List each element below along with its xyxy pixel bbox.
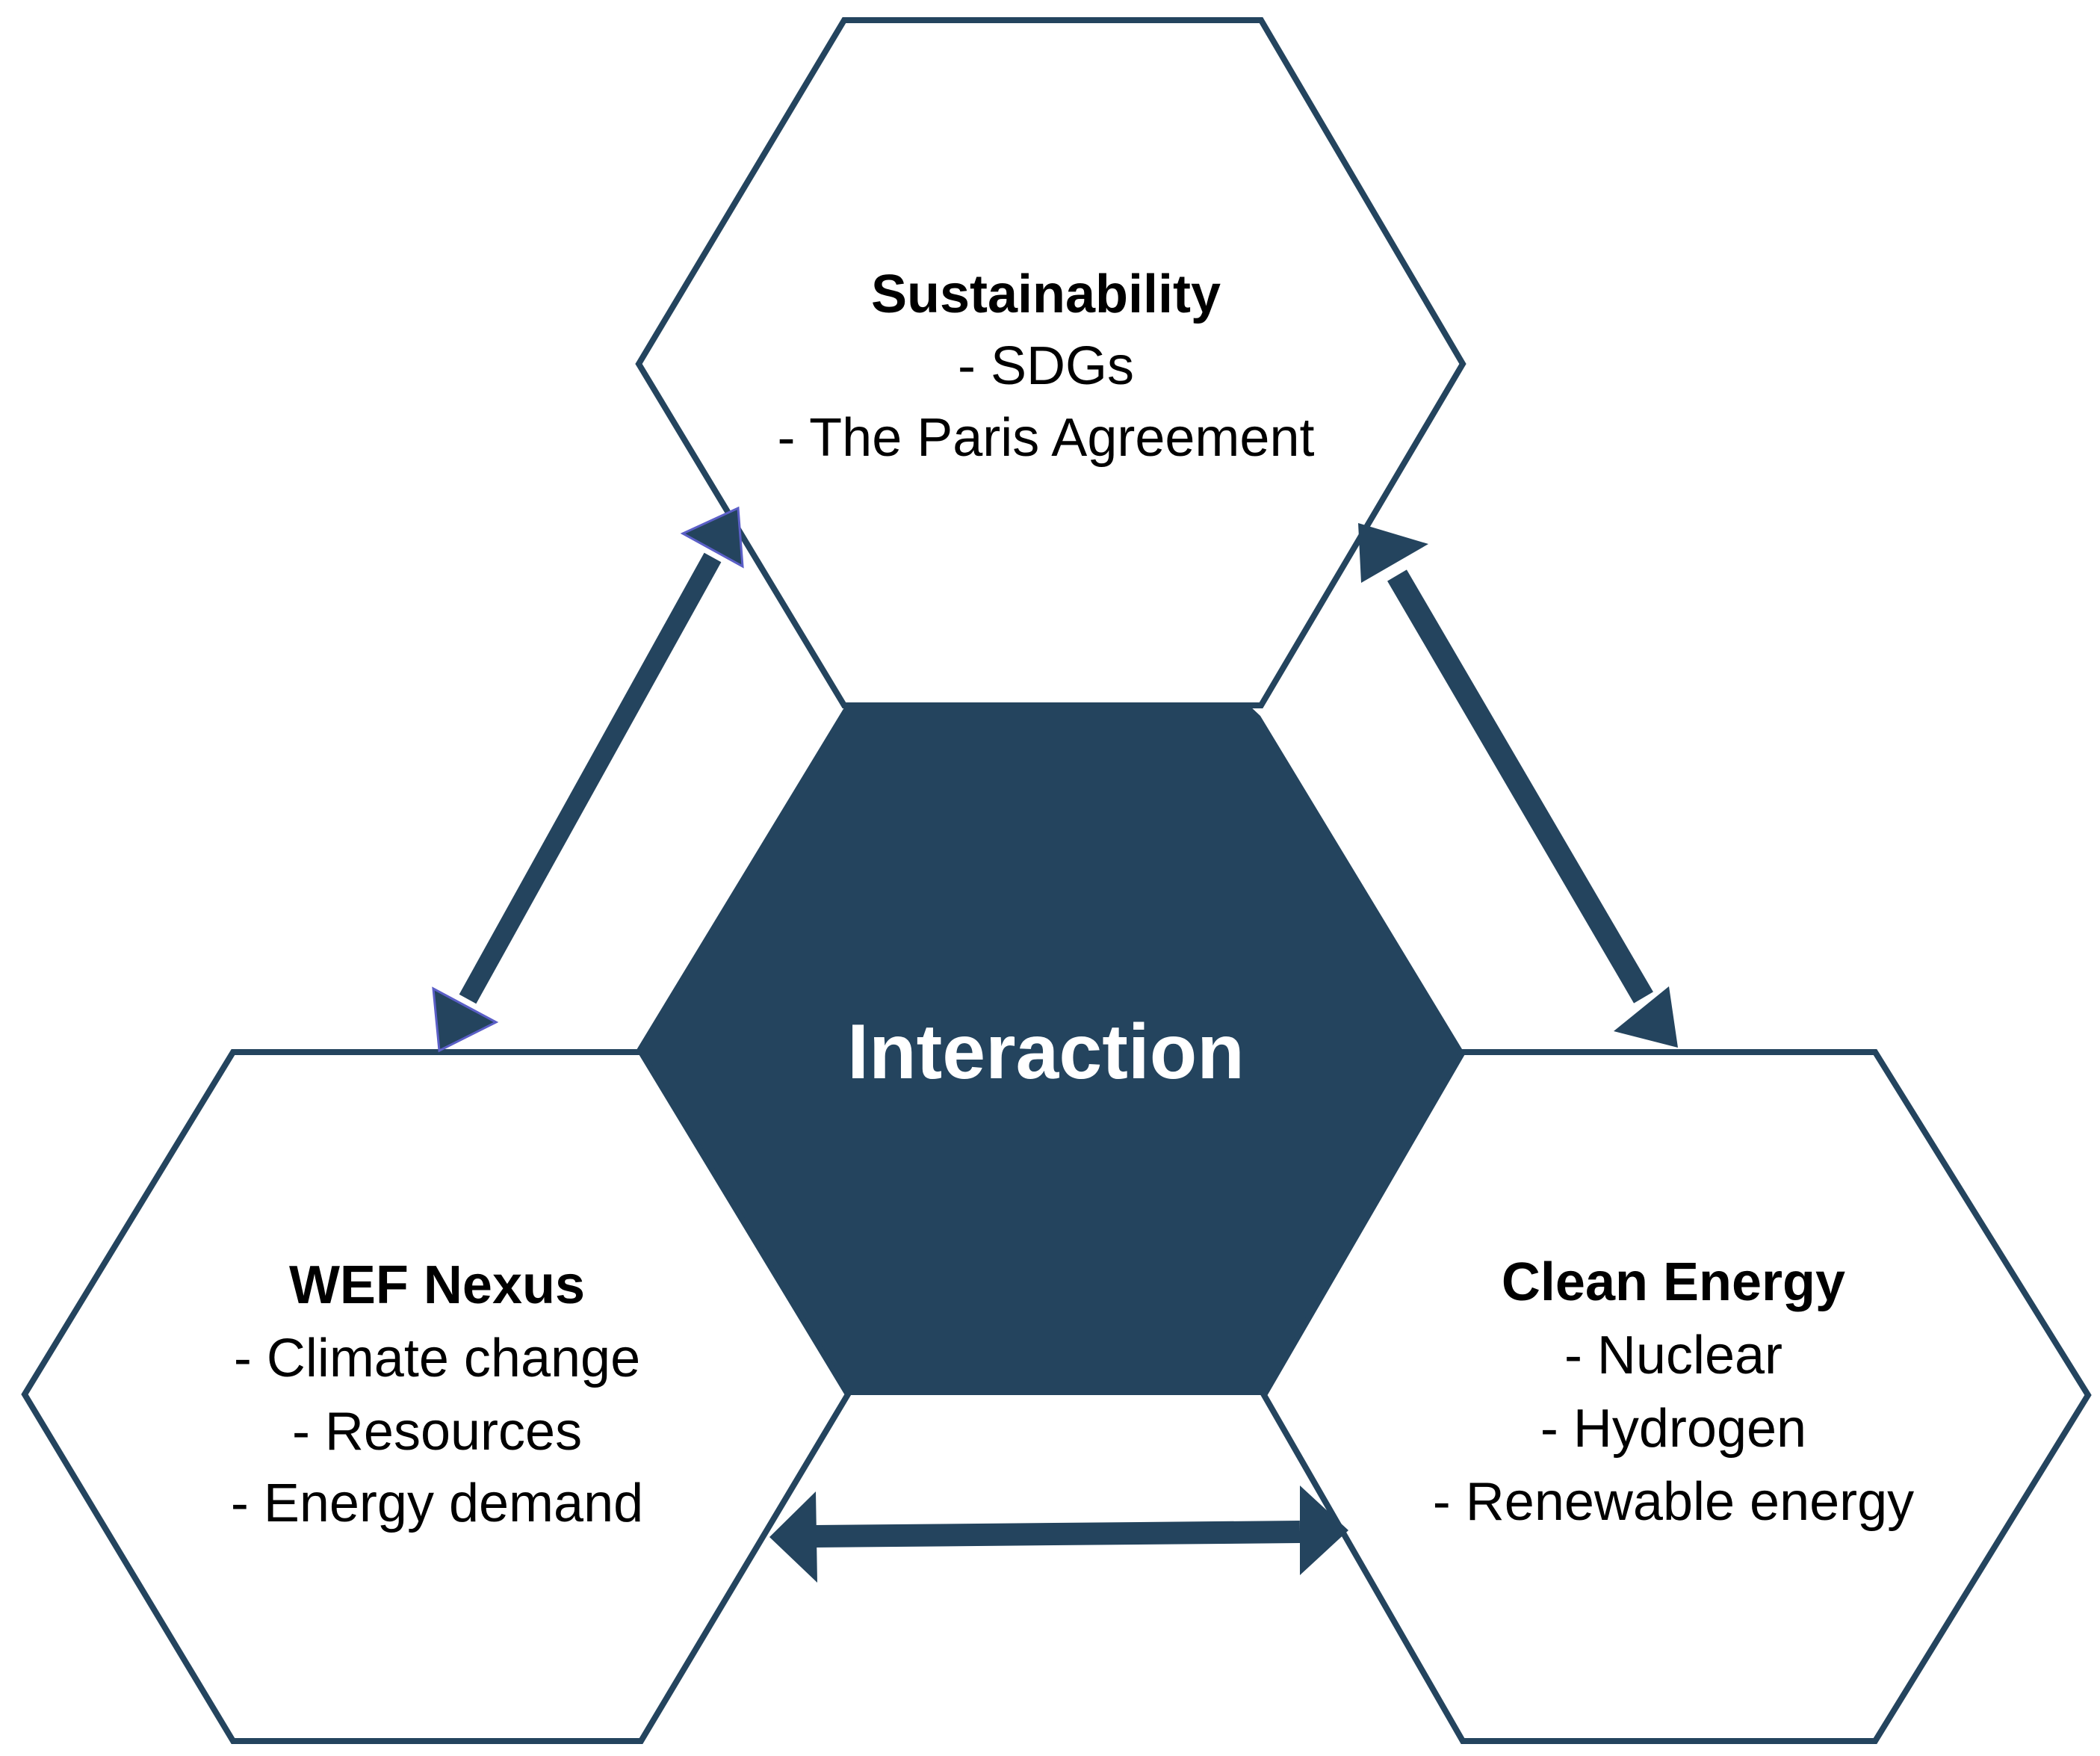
interaction-label: Interaction <box>847 1009 1245 1095</box>
sustainability-title: Sustainability <box>871 265 1221 324</box>
arrow-shaft <box>459 552 722 1004</box>
clean-energy-item: - Renewable energy <box>1433 1472 1914 1532</box>
wef-nexus-hexagon <box>21 1049 852 1744</box>
sustainability-item: - The Paris Agreement <box>777 408 1314 468</box>
sustainability-item: - SDGs <box>958 336 1134 396</box>
arrow-head-up <box>680 506 744 569</box>
arrow-shaft <box>814 1521 1301 1548</box>
sustainability-text: Sustainability - SDGs - The Paris Agreem… <box>777 265 1314 468</box>
arrow-shaft <box>1387 569 1653 1004</box>
wef-nexus-text: WEF Nexus - Climate change - Resources -… <box>231 1255 643 1533</box>
arrow-head-down <box>1614 986 1678 1048</box>
arrow-wef-clean <box>769 1486 1348 1583</box>
clean-energy-item: - Hydrogen <box>1540 1399 1806 1459</box>
arrow-sustainability-wef <box>432 506 744 1053</box>
wef-nexus-title: WEF Nexus <box>289 1255 585 1315</box>
arrow-head-left <box>769 1491 817 1583</box>
arrow-head-up <box>1358 523 1428 583</box>
interaction-core <box>607 631 1462 1395</box>
clean-energy-item: - Nuclear <box>1564 1326 1782 1385</box>
wef-nexus-item: - Climate change <box>234 1329 640 1388</box>
wef-nexus-item: - Energy demand <box>231 1474 643 1533</box>
sustainability-hexagon <box>635 17 1466 708</box>
clean-energy-text: Clean Energy - Nuclear - Hydrogen - Rene… <box>1433 1252 1914 1532</box>
arrow-sustainability-clean <box>1358 523 1678 1048</box>
arrow-head-right <box>1300 1486 1348 1575</box>
arrow-head-down <box>432 986 499 1053</box>
clean-energy-title: Clean Energy <box>1502 1252 1845 1312</box>
clean-energy-hexagon <box>1260 1049 2092 1744</box>
wef-nexus-item: - Resources <box>292 1402 582 1462</box>
